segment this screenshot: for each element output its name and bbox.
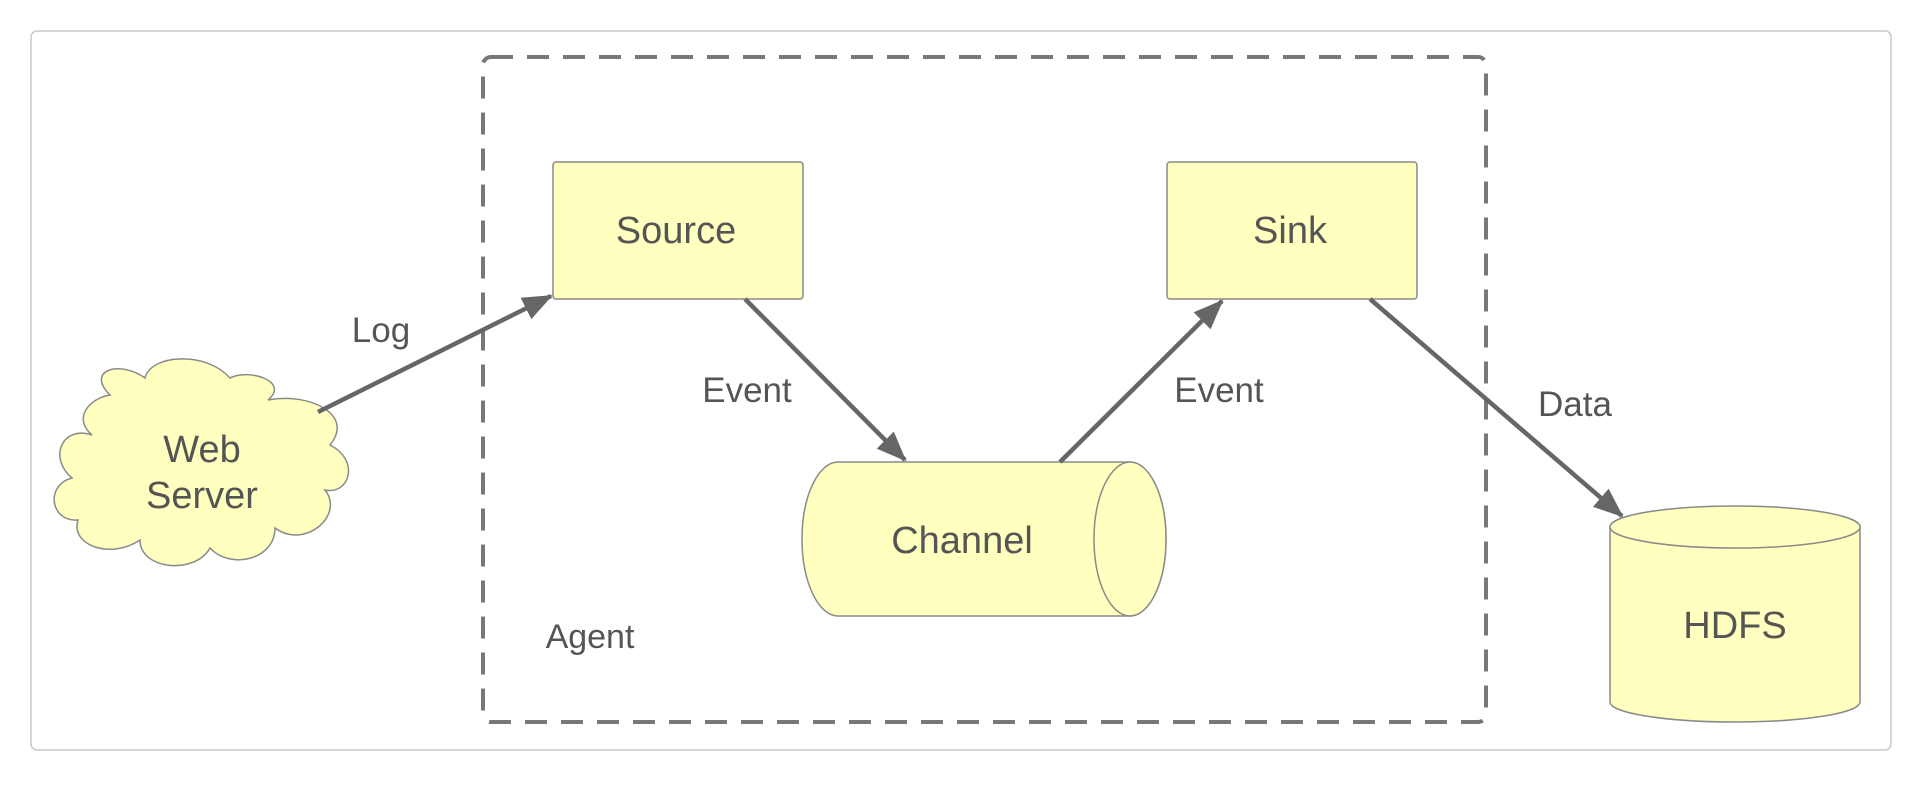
sink-to-hdfs-arrow [1368,297,1624,518]
web-server-label-line2: Server [146,475,258,517]
channel-label: Channel [891,520,1033,562]
web-server-node: Web Server [53,358,350,567]
web-server-label-line1: Web [163,429,240,471]
sink-label: Sink [1253,210,1328,252]
outer-frame [30,30,1892,751]
event-to-sink-label: Event [1174,371,1264,410]
sink-node: Sink [1166,161,1418,300]
source-to-channel-arrow [743,297,907,462]
hdfs-label: HDFS [1683,605,1786,647]
source-box [552,161,804,300]
data-label: Data [1538,385,1612,424]
agent-label: Agent [546,618,635,656]
hdfs-node: HDFS [1609,505,1861,723]
channel-cylinder-end [1093,461,1167,617]
hdfs-cylinder-top [1609,505,1861,549]
log-label: Log [352,311,410,350]
channel-to-sink-arrow [1058,299,1224,464]
sink-box [1166,161,1418,300]
source-label: Source [616,210,736,252]
event-to-channel-label: Event [702,371,792,410]
source-node: Source [552,161,804,300]
web-server-cloud-shape [53,358,350,567]
log-arrow [316,293,553,415]
channel-node: Channel [801,461,1167,617]
